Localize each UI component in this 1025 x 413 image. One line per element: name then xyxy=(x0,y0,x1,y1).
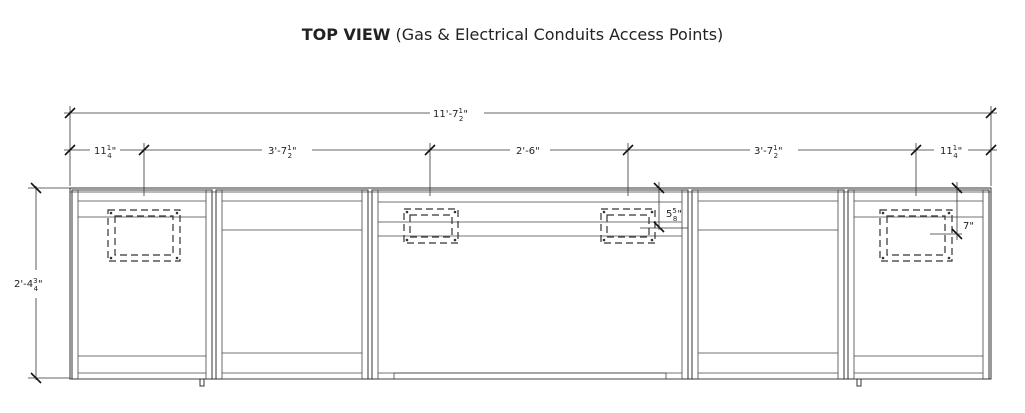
segment-3-label: 2'-6" xyxy=(516,146,540,157)
title-rest: (Gas & Electrical Conduits Access Points… xyxy=(390,25,724,44)
cabinet-1 xyxy=(71,189,213,387)
cabinet-5 xyxy=(847,189,990,387)
title-bold: TOP VIEW xyxy=(301,25,391,44)
cabinet-4 xyxy=(691,189,845,380)
diagram-title: TOP VIEW (Gas & Electrical Conduits Acce… xyxy=(0,25,1025,44)
cabinet-2 xyxy=(215,189,369,380)
access-point-2 xyxy=(403,208,459,244)
cabinet-3 xyxy=(371,189,689,380)
offset-b-label: 7" xyxy=(963,221,974,232)
access-point-1 xyxy=(107,209,181,262)
access-point-3 xyxy=(600,208,656,244)
access-point-4 xyxy=(879,209,953,262)
offset-dimension-b: 7" xyxy=(930,182,974,240)
cabinet-run xyxy=(69,187,992,387)
